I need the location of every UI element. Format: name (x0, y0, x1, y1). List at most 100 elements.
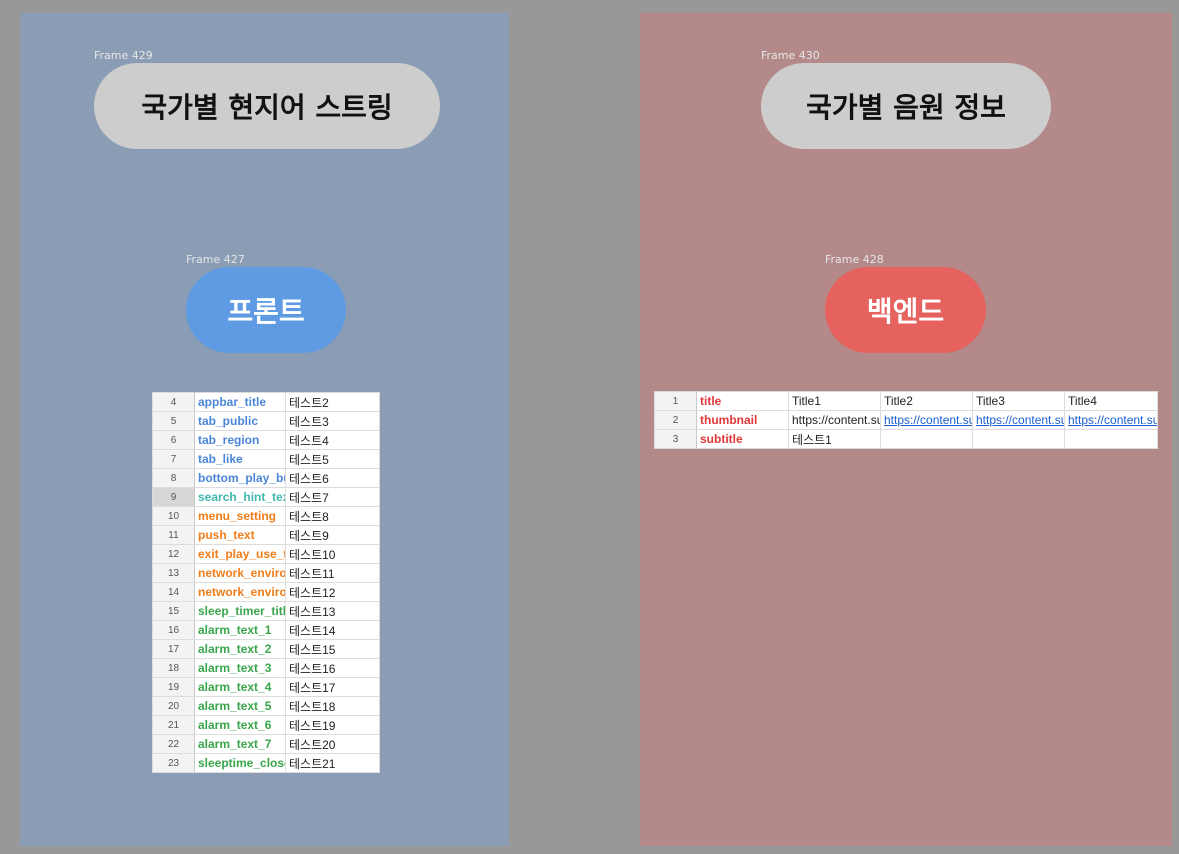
string-value-cell[interactable]: 테스트6 (285, 468, 380, 488)
row-number[interactable]: 5 (152, 411, 195, 431)
string-key-cell[interactable]: search_hint_text (194, 487, 286, 507)
string-value-cell[interactable]: 테스트18 (285, 696, 380, 716)
row-number[interactable]: 23 (152, 753, 195, 773)
string-key-cell[interactable]: push_text (194, 525, 286, 545)
row-number[interactable]: 7 (152, 449, 195, 469)
backend-button[interactable]: 백엔드 (825, 267, 986, 353)
string-key-cell[interactable]: alarm_text_7 (194, 734, 286, 754)
string-value-cell[interactable]: 테스트13 (285, 601, 380, 621)
row-number[interactable]: 3 (654, 429, 697, 449)
string-value-cell[interactable]: 테스트4 (285, 430, 380, 450)
string-value-cell[interactable]: 테스트21 (285, 753, 380, 773)
row-number[interactable]: 10 (152, 506, 195, 526)
row-number[interactable]: 13 (152, 563, 195, 583)
string-key-cell[interactable]: bottom_play_button (194, 468, 286, 488)
string-value-cell[interactable]: 테스트9 (285, 525, 380, 545)
string-key-cell[interactable]: alarm_text_6 (194, 715, 286, 735)
content-link[interactable]: https://content.su (1068, 413, 1158, 427)
string-key-cell[interactable]: sleep_timer_title (194, 601, 286, 621)
string-key-cell[interactable]: alarm_text_2 (194, 639, 286, 659)
row-number[interactable]: 17 (152, 639, 195, 659)
string-key-cell[interactable]: tab_public (194, 411, 286, 431)
field-value-cell[interactable]: https://content.su (972, 410, 1065, 430)
field-value-cell[interactable]: https://content.su (788, 410, 881, 430)
field-key-cell[interactable]: thumbnail (696, 410, 789, 430)
frontend-button[interactable]: 프론트 (186, 267, 346, 353)
string-value-cell[interactable]: 테스트20 (285, 734, 380, 754)
string-value-cell[interactable]: 테스트15 (285, 639, 380, 659)
string-value-cell[interactable]: 테스트14 (285, 620, 380, 640)
field-value-cell[interactable]: Title2 (880, 391, 973, 411)
string-value-cell[interactable]: 테스트8 (285, 506, 380, 526)
field-key-cell[interactable]: subtitle (696, 429, 789, 449)
string-key-cell[interactable]: exit_play_use_text (194, 544, 286, 564)
row-number[interactable]: 21 (152, 715, 195, 735)
row-number[interactable]: 20 (152, 696, 195, 716)
string-key-cell[interactable]: sleeptime_close_text (194, 753, 286, 773)
field-key-cell[interactable]: title (696, 391, 789, 411)
string-value-cell[interactable]: 테스트10 (285, 544, 380, 564)
field-value-cell[interactable]: https://content.su (880, 410, 973, 430)
row-number[interactable]: 12 (152, 544, 195, 564)
string-key-cell[interactable]: alarm_text_3 (194, 658, 286, 678)
row-number[interactable]: 8 (152, 468, 195, 488)
row-number[interactable]: 16 (152, 620, 195, 640)
field-value-cell[interactable] (880, 429, 973, 449)
field-value-cell[interactable] (972, 429, 1065, 449)
row-number[interactable]: 22 (152, 734, 195, 754)
field-value-cell[interactable] (1064, 429, 1158, 449)
string-value-cell[interactable]: 테스트11 (285, 563, 380, 583)
string-key-cell[interactable]: appbar_title (194, 392, 286, 412)
row-number[interactable]: 2 (654, 410, 697, 430)
string-key-cell[interactable]: menu_setting (194, 506, 286, 526)
string-value-cell[interactable]: 테스트16 (285, 658, 380, 678)
string-key-cell[interactable]: network_environment_2 (194, 582, 286, 602)
string-key-cell[interactable]: tab_like (194, 449, 286, 469)
string-key-cell[interactable]: alarm_text_5 (194, 696, 286, 716)
row-number[interactable]: 18 (152, 658, 195, 678)
string-key-cell[interactable]: alarm_text_1 (194, 620, 286, 640)
string-value-cell[interactable]: 테스트12 (285, 582, 380, 602)
string-key-cell[interactable]: network_environment_1 (194, 563, 286, 583)
row-number[interactable]: 6 (152, 430, 195, 450)
row-number[interactable]: 9 (152, 487, 195, 507)
field-value-cell[interactable]: Title3 (972, 391, 1065, 411)
field-value-cell[interactable]: 테스트1 (788, 429, 881, 449)
string-value-cell[interactable]: 테스트17 (285, 677, 380, 697)
row-number[interactable]: 19 (152, 677, 195, 697)
content-link[interactable]: https://content.su (884, 413, 973, 427)
content-link[interactable]: https://content.su (976, 413, 1065, 427)
row-number[interactable]: 1 (654, 391, 697, 411)
string-key-cell[interactable]: tab_region (194, 430, 286, 450)
string-value-cell[interactable]: 테스트2 (285, 392, 380, 412)
string-value-cell[interactable]: 테스트5 (285, 449, 380, 469)
row-number[interactable]: 15 (152, 601, 195, 621)
row-number[interactable]: 11 (152, 525, 195, 545)
string-value-cell[interactable]: 테스트7 (285, 487, 380, 507)
field-value-cell[interactable]: Title4 (1064, 391, 1158, 411)
field-value-cell[interactable]: Title1 (788, 391, 881, 411)
string-key-cell[interactable]: alarm_text_4 (194, 677, 286, 697)
